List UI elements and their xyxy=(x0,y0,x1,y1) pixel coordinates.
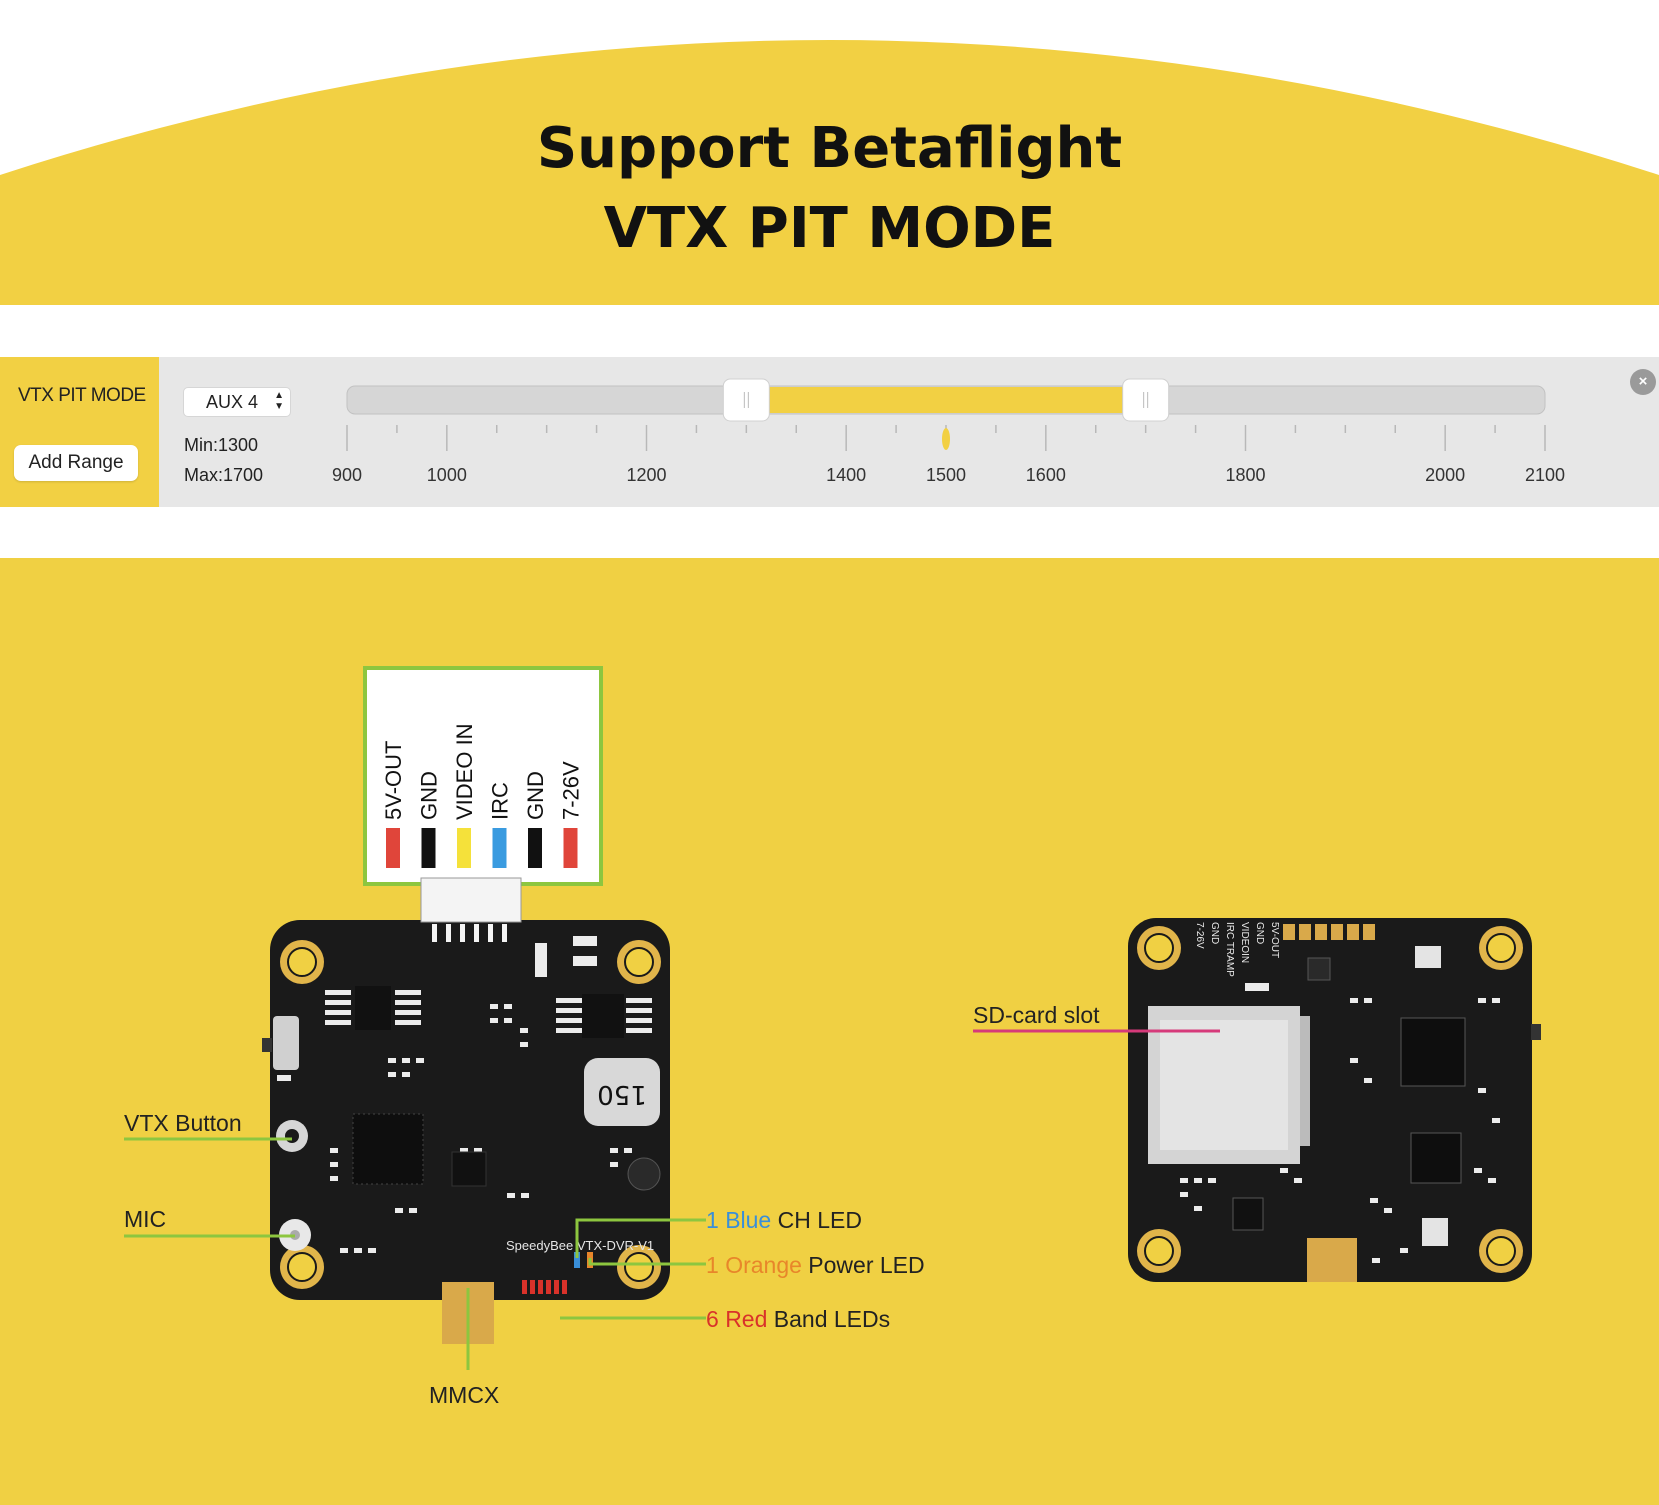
connector-pins: 5V-OUT GND VIDEO IN IRC GND 7-26V xyxy=(381,723,584,868)
slider-selected-range xyxy=(746,387,1146,413)
back-board: 5V-OUT GND VIDEOIN IRC TRAMP GND 7-26V xyxy=(1128,918,1541,1282)
back-silkscreen-pins: 5V-OUT GND VIDEOIN IRC TRAMP GND 7-26V xyxy=(1194,922,1280,977)
silkscreen-pin-label: IRC TRAMP xyxy=(1224,922,1235,977)
front-main-chip xyxy=(352,1113,424,1185)
silkscreen-pin-label: 7-26V xyxy=(1194,922,1205,949)
connector-pin-label: 5V-OUT xyxy=(381,741,406,820)
mmcx-label: MMCX xyxy=(429,1382,499,1408)
back-chip-upper xyxy=(1400,1017,1466,1087)
connector-pin-color xyxy=(528,828,542,868)
back-pads xyxy=(1283,924,1375,940)
front-board: 150 SpeedyBee VTX-DVR-V1 xyxy=(262,877,670,1344)
pcb-silkscreen-text: SpeedyBee VTX-DVR-V1 xyxy=(506,1238,654,1253)
range-slider[interactable]: 900 1000 1200 1400 1500 1600 1800 2000 2100 xyxy=(0,357,1659,507)
silkscreen-pin-label: GND xyxy=(1209,922,1220,944)
inductor xyxy=(584,1058,660,1126)
max-value-label: Max:1700 xyxy=(184,465,264,485)
silkscreen-pin-label: 5V-OUT xyxy=(1269,922,1280,958)
slider-tick-label: 1800 xyxy=(1225,465,1265,485)
close-icon[interactable]: × xyxy=(1630,369,1656,395)
slider-tick-label: 900 xyxy=(332,465,362,485)
silkscreen-pin-label: VIDEOIN xyxy=(1239,922,1250,963)
side-switch xyxy=(273,1016,299,1070)
add-range-button[interactable]: Add Range xyxy=(14,445,138,481)
slider-ticks xyxy=(346,425,1546,451)
led-label-power: 1 Orange Power LED xyxy=(706,1252,925,1278)
board-diagram: 5V-OUT GND VIDEO IN IRC GND 7-26V xyxy=(124,666,1541,1408)
hero-title-line1: Support Betaflight xyxy=(536,116,1123,181)
diagram-section: 5V-OUT GND VIDEO IN IRC GND 7-26V xyxy=(0,558,1659,1505)
connector-pin-label: 7-26V xyxy=(559,761,584,820)
hero-banner: Support Betaflight VTX PIT MODE xyxy=(0,0,1659,305)
led-label-band: 6 Red Band LEDs xyxy=(706,1306,890,1332)
mode-sidebar: VTX PIT MODE Add Range xyxy=(0,357,159,507)
updown-arrows-icon: ▲▼ xyxy=(274,390,284,412)
slider-tick-labels: 900 1000 1200 1400 1500 1600 1800 2000 2100 xyxy=(332,465,1565,485)
channel-select[interactable]: AUX 4 ▲▼ xyxy=(183,387,291,417)
slider-tick-label: 1400 xyxy=(826,465,866,485)
vtx-button-label: VTX Button xyxy=(124,1110,242,1136)
current-value-marker xyxy=(942,428,950,450)
band-leds xyxy=(522,1280,567,1294)
led-label-ch: 1 Blue CH LED xyxy=(706,1207,862,1233)
slider-handle-max[interactable] xyxy=(1122,378,1170,422)
slider-tick-label: 1000 xyxy=(427,465,467,485)
connector-pin-color xyxy=(421,828,436,868)
slider-tick-label: 1500 xyxy=(926,465,966,485)
slider-handle-min[interactable] xyxy=(722,378,770,422)
slider-tick-label: 2000 xyxy=(1425,465,1465,485)
slider-tick-label: 1200 xyxy=(626,465,666,485)
front-leader-lines xyxy=(124,1137,706,1370)
connector-pin-label: VIDEO IN xyxy=(452,723,477,820)
back-chip-lower xyxy=(1410,1132,1462,1184)
mode-name: VTX PIT MODE xyxy=(18,385,146,406)
slider-tick-label: 2100 xyxy=(1525,465,1565,485)
slider-tick-label: 1600 xyxy=(1026,465,1066,485)
connector-pin-label: IRC xyxy=(488,782,513,820)
connector-pin-color xyxy=(386,828,400,868)
back-mounting-holes xyxy=(1137,926,1523,1273)
mode-range-panel: VTX PIT MODE Add Range AUX 4 ▲▼ Min:1300… xyxy=(0,357,1659,507)
jst-connector xyxy=(420,877,522,923)
connector-pin-label: GND xyxy=(417,771,442,820)
min-value-label: Min:1300 xyxy=(184,435,259,455)
silkscreen-pin-label: GND xyxy=(1254,922,1265,944)
mounting-holes xyxy=(280,940,661,1289)
sd-card-label: SD-card slot xyxy=(973,1002,1100,1028)
front-chip-top xyxy=(355,986,391,1030)
connector-pin-color xyxy=(492,828,507,868)
connector-pin-box xyxy=(363,666,603,886)
hero-arc xyxy=(0,40,1659,305)
connector-pin-color xyxy=(563,828,578,868)
ch-led xyxy=(574,1252,580,1268)
channel-select-value: AUX 4 xyxy=(206,392,259,412)
connector-pin-label: GND xyxy=(523,771,548,820)
mic-label: MIC xyxy=(124,1206,166,1232)
hero-title-line2: VTX PIT MODE xyxy=(603,196,1056,261)
back-mmcx-pad xyxy=(1307,1238,1357,1282)
inductor-marking: 150 xyxy=(597,1079,647,1109)
connector-pin-color xyxy=(457,828,471,868)
